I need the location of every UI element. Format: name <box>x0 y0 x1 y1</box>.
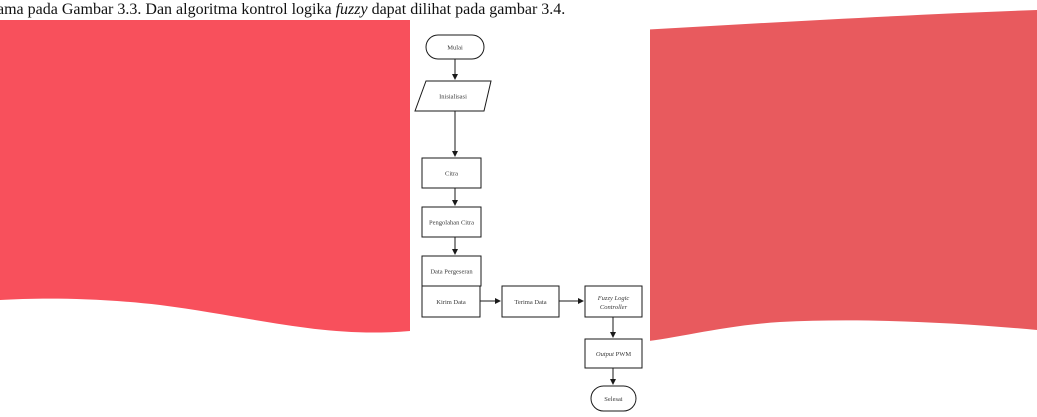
label-processing: Pengolahan Citra <box>429 220 474 227</box>
label-image: Citra <box>445 171 458 178</box>
node-send <box>421 285 481 318</box>
node-image <box>421 157 482 189</box>
caption-italic-term: fuzzy <box>335 1 368 18</box>
node-shift-data <box>421 255 482 287</box>
label-receive: Terima Data <box>514 299 546 306</box>
node-init <box>414 80 492 112</box>
caption-lead: ama pada Gambar 3.3. Dan algoritma kontr… <box>0 1 336 18</box>
label-output-italic: Output <box>596 351 614 358</box>
node-flc <box>584 285 643 318</box>
flowchart: Mulai Inisialisasi Citra Pengolahan Citr… <box>414 34 643 412</box>
node-receive <box>501 285 560 318</box>
node-output <box>584 338 643 369</box>
label-start: Mulai <box>447 45 463 52</box>
node-end <box>590 385 637 412</box>
label-output: Output PWM <box>596 351 631 358</box>
flowchart-panel: Mulai Inisialisasi Citra Pengolahan Citr… <box>410 20 650 417</box>
caption-tail: dapat dilihat pada gambar 3.4. <box>367 1 566 18</box>
label-flc-line2: Controller <box>600 304 628 311</box>
label-flc-line1: Fuzzy Logic <box>597 295 630 302</box>
label-end: Selesai <box>604 396 623 403</box>
decorative-band-left <box>0 20 420 333</box>
caption-line: ama pada Gambar 3.3. Dan algoritma kontr… <box>0 1 565 19</box>
node-processing <box>421 206 482 238</box>
label-output-rest: PWM <box>614 351 631 358</box>
label-send: Kirim Data <box>436 299 466 306</box>
label-shift-data: Data Pergeseran <box>430 269 473 276</box>
node-start <box>425 34 485 60</box>
label-init: Inisialisasi <box>439 94 467 101</box>
